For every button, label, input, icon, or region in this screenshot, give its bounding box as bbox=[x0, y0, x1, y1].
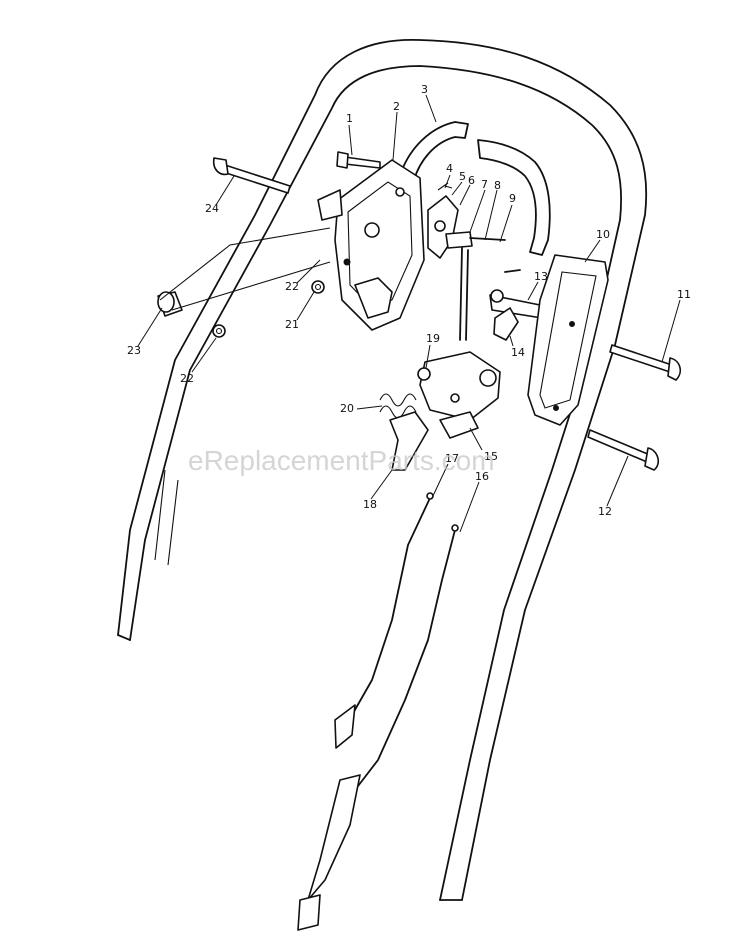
watermark: eReplacementParts.com bbox=[188, 445, 495, 476]
callout-13: 13 bbox=[534, 270, 548, 283]
callout-14: 14 bbox=[511, 346, 525, 359]
callout-19: 19 bbox=[426, 332, 440, 345]
callout-9: 9 bbox=[509, 192, 516, 205]
nut-22-lower bbox=[212, 324, 226, 338]
callout-labels: 1 2 3 4 5 6 7 8 9 10 11 12 13 14 15 16 1… bbox=[127, 83, 691, 518]
bolt-12 bbox=[587, 429, 660, 471]
cable-bracket bbox=[417, 351, 501, 439]
screw-1 bbox=[336, 151, 381, 169]
callout-24: 24 bbox=[205, 202, 219, 215]
callout-17: 17 bbox=[445, 452, 459, 465]
callout-18: 18 bbox=[363, 498, 377, 511]
nut-21 bbox=[311, 280, 325, 294]
bolt-24 bbox=[212, 157, 291, 194]
callout-15: 15 bbox=[484, 450, 498, 463]
cover-plate bbox=[527, 254, 609, 426]
link-arm bbox=[489, 269, 543, 341]
callout-16: 16 bbox=[475, 470, 489, 483]
callout-12: 12 bbox=[598, 505, 612, 518]
callout-20: 20 bbox=[340, 402, 354, 415]
handle-frame bbox=[117, 38, 648, 901]
callout-10: 10 bbox=[596, 228, 610, 241]
callout-22-upper: 22 bbox=[285, 280, 299, 293]
control-housing bbox=[317, 159, 425, 331]
leader-lines bbox=[137, 94, 681, 533]
callout-7: 7 bbox=[481, 178, 488, 191]
callout-23: 23 bbox=[127, 344, 141, 357]
callout-22-lower: 22 bbox=[180, 372, 194, 385]
cable-17 bbox=[334, 492, 434, 749]
callout-1: 1 bbox=[346, 112, 353, 125]
callout-5: 5 bbox=[459, 170, 466, 183]
bushing-23 bbox=[157, 291, 183, 317]
callout-2: 2 bbox=[393, 100, 400, 113]
bolt-11 bbox=[609, 344, 682, 381]
cable-16 bbox=[297, 524, 459, 931]
pivot-parts bbox=[427, 182, 506, 341]
callout-11: 11 bbox=[677, 288, 691, 301]
lever-18 bbox=[389, 411, 429, 471]
callout-8: 8 bbox=[494, 179, 501, 192]
callout-4: 4 bbox=[446, 162, 453, 175]
dash-line-assembly bbox=[159, 227, 331, 311]
callout-3: 3 bbox=[421, 83, 428, 96]
callout-6: 6 bbox=[468, 174, 475, 187]
callout-21: 21 bbox=[285, 318, 299, 331]
